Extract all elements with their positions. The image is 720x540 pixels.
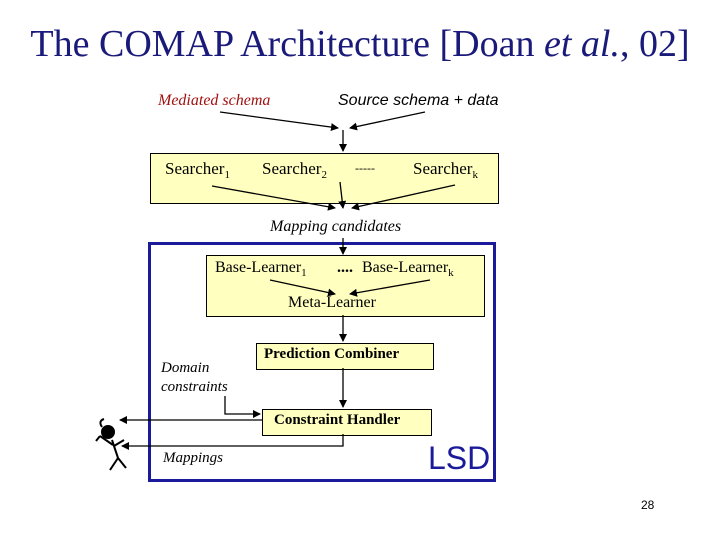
arrow-domain-to-handler bbox=[224, 396, 261, 418]
constraint-handler-box bbox=[262, 409, 432, 436]
arrow-searcher1-down bbox=[211, 185, 336, 211]
learner-dots: .... bbox=[337, 259, 353, 276]
source-schema-label: Source schema + data bbox=[338, 92, 499, 109]
constraint-handler: Constraint Handler bbox=[274, 412, 401, 428]
arrow-basek-to-meta bbox=[349, 279, 431, 297]
page-number: 28 bbox=[641, 498, 655, 512]
arrow-source-to-merge bbox=[349, 111, 426, 131]
arrow-mediated-to-merge bbox=[219, 111, 339, 132]
searchers-box bbox=[150, 153, 499, 204]
mediated-schema-label: Mediated schema bbox=[158, 92, 271, 109]
prediction-combiner-box bbox=[256, 343, 434, 370]
learners-box bbox=[206, 255, 485, 317]
base-learner-1: Base-Learner1 bbox=[215, 259, 307, 279]
searcher-2: Searcher2 bbox=[262, 159, 327, 181]
searcher-1: Searcher1 bbox=[165, 159, 230, 181]
arrow-mappings-to-user bbox=[121, 434, 344, 450]
prediction-combiner: Prediction Combiner bbox=[264, 346, 400, 362]
arrow-searcherk-down bbox=[351, 184, 456, 211]
mappings-label: Mappings bbox=[163, 450, 223, 466]
lsd-frame bbox=[148, 242, 496, 482]
searcher-k: Searcherk bbox=[413, 159, 478, 181]
lsd-label: LSD bbox=[428, 440, 491, 476]
base-learner-k: Base-Learnerk bbox=[362, 259, 454, 279]
arrow-base1-to-meta bbox=[269, 279, 336, 297]
slide-title: The COMAP Architecture [Doan et al., 02] bbox=[30, 23, 690, 65]
meta-learner: Meta-Learner bbox=[288, 294, 376, 311]
user-figure-icon bbox=[95, 418, 127, 471]
mapping-candidates-label: Mapping candidates bbox=[270, 218, 402, 235]
arrow-searcher2-down bbox=[338, 181, 347, 209]
searcher-dots: ----- bbox=[355, 161, 375, 175]
